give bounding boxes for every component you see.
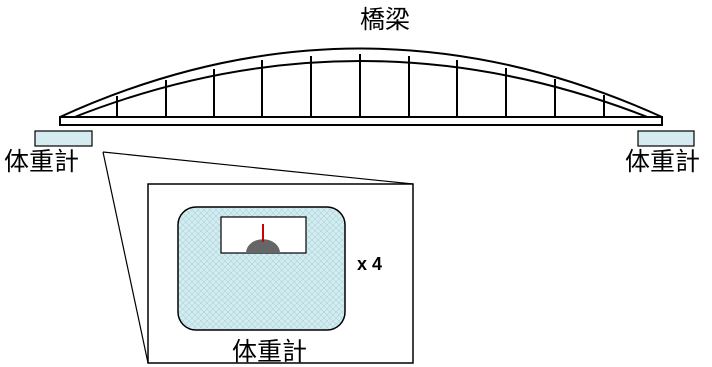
right-scale-label: 体重計 [625, 147, 701, 176]
bridge-deck [59, 116, 663, 126]
zoom-line-top [102, 151, 414, 185]
zoom-line-bottom [102, 151, 149, 364]
bridge [59, 47, 663, 126]
right-scale-icon [637, 130, 695, 147]
bridge-hangers [116, 54, 605, 117]
arch-outer [59, 47, 663, 118]
bridge-label: 橋梁 [360, 5, 411, 34]
left-scale-label: 体重計 [4, 147, 80, 176]
zoom-scale-label: 体重計 [232, 337, 308, 366]
zoom-scale [177, 206, 346, 331]
left-scale-icon [34, 130, 93, 147]
gauge-dial [246, 239, 280, 253]
multiplier-label: x 4 [357, 254, 383, 274]
